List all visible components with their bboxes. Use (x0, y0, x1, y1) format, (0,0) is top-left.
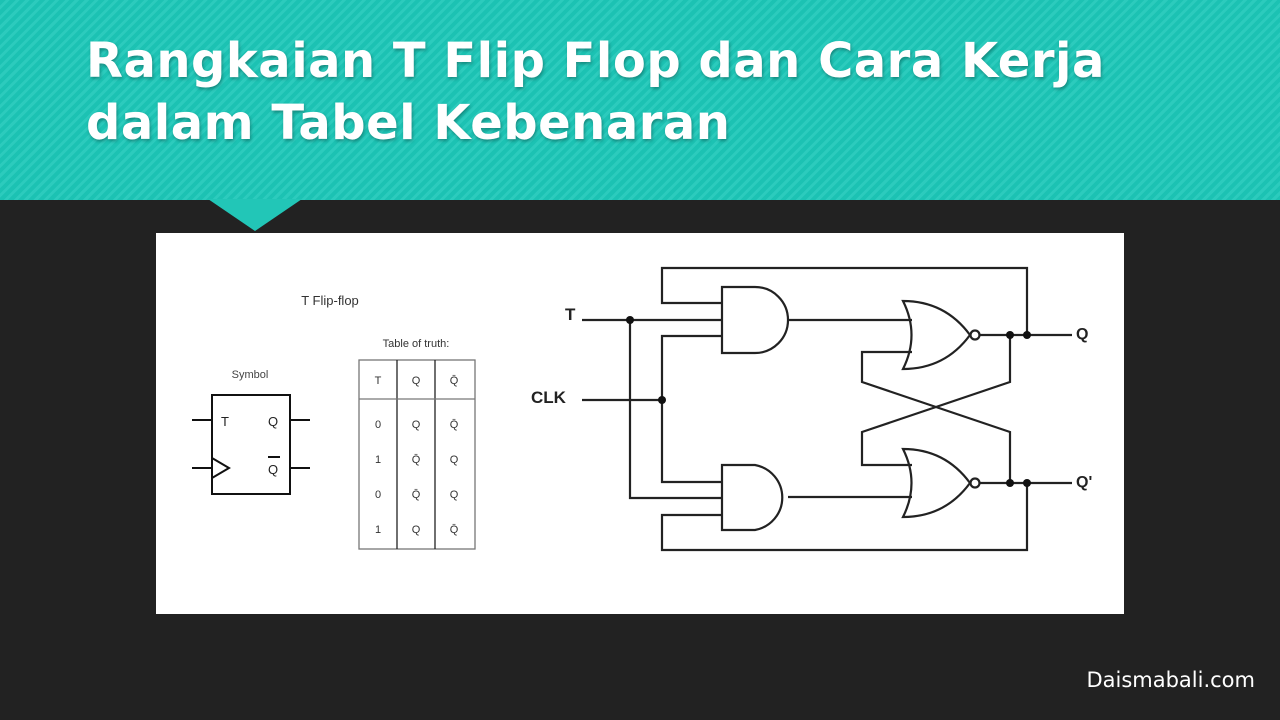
symbol-pin-t: T (221, 414, 229, 429)
flip-flop-symbol (192, 394, 310, 495)
and-gate-bottom (720, 463, 784, 532)
truth-table-label: Table of truth: (383, 338, 450, 350)
nor-bubble-bottom (969, 477, 981, 489)
truth-table-cell: Q̄ (450, 523, 459, 536)
truth-table-cell: Q (450, 454, 459, 466)
truth-table-cell: 0 (375, 489, 381, 501)
junction-dots (626, 316, 1031, 487)
nor-bubble-top (969, 329, 981, 341)
symbol-pin-q-bar: Q (268, 462, 278, 477)
truth-table-cell: Q̄ (450, 418, 459, 431)
footer-watermark: Daismabali.com (1086, 668, 1255, 692)
symbol-label: Symbol (232, 369, 269, 381)
truth-table-header: Q (412, 375, 421, 387)
truth-table-header: Q̄ (450, 374, 459, 387)
truth-table-cell: Q (412, 419, 421, 431)
input-clk-label: CLK (531, 388, 567, 407)
truth-table-header: T (375, 375, 382, 387)
output-q-prime-label: Q' (1076, 474, 1092, 491)
banner-notch (208, 199, 302, 231)
and-gate-top (720, 285, 790, 355)
truth-table-cell: Q (450, 489, 459, 501)
logic-circuit (582, 266, 1072, 552)
truth-table-cell: Q̄ (412, 488, 421, 501)
input-t-label: T (565, 305, 576, 324)
symbol-pin-q: Q (268, 414, 278, 429)
truth-table-cell: 0 (375, 419, 381, 431)
nor-gate-top (901, 299, 972, 371)
truth-table-cell: Q (412, 524, 421, 536)
output-q-label: Q (1076, 326, 1088, 343)
truth-table (358, 359, 476, 550)
title-banner (0, 0, 1280, 200)
diagram-heading: T Flip-flop (301, 293, 359, 308)
nor-gate-bottom (901, 447, 972, 519)
truth-table-cell: 1 (375, 524, 381, 536)
truth-table-cell: Q̄ (412, 453, 421, 466)
truth-table-cell: 1 (375, 454, 381, 466)
slide-title: Rangkaian T Flip Flop dan Cara Kerja dal… (86, 33, 1105, 151)
